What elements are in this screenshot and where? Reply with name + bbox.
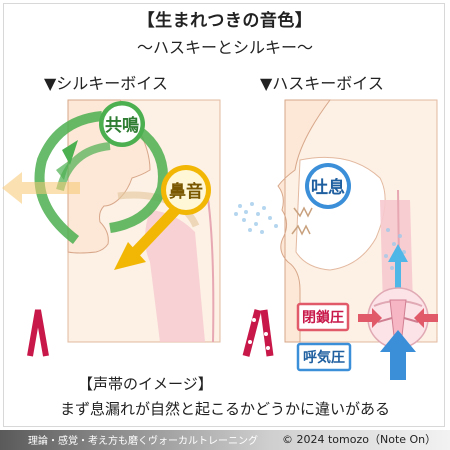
difference-caption: まず息漏れが自然と起こるかどうかに違いがある	[59, 400, 390, 418]
footer-copyright: © 2024 tomozo（Note On）	[282, 433, 437, 446]
page-title: 【生まれつきの音色】	[137, 11, 313, 31]
diagram-frame	[3, 3, 445, 427]
resonance-bubble: 共鳴	[99, 101, 145, 147]
vocal-cords-silky-icon	[27, 309, 49, 357]
vocal-cords-husky-icon	[242, 309, 274, 357]
projection-arrow	[2, 172, 80, 204]
exhalation-pressure-label: 呼気圧	[303, 349, 345, 366]
closure-pressure-arrows	[358, 308, 438, 328]
vocal-cord-image-heading: 【声帯のイメージ】	[78, 375, 213, 393]
breath-label: 吐息	[311, 177, 345, 198]
nasal-bubble: 鼻音	[161, 165, 211, 215]
nasal-label: 鼻音	[169, 181, 203, 202]
closure-pressure-box: 閉鎖圧	[296, 302, 350, 332]
exhalation-pressure-box: 呼気圧	[296, 342, 352, 372]
closure-pressure-label: 閉鎖圧	[302, 309, 344, 326]
footer-tagline: 理論・感覚・考え方も磨くヴォーカルトレーニング	[28, 436, 258, 447]
resonance-label: 共鳴	[105, 115, 139, 136]
silky-voice-heading: ▼シルキーボイス	[44, 74, 168, 93]
breath-particles	[234, 202, 406, 270]
husky-voice-heading: ▼ハスキーボイス	[260, 74, 384, 93]
breath-bubble: 吐息	[305, 163, 351, 209]
footer-bar	[0, 430, 450, 450]
page-subtitle: 〜ハスキーとシルキー〜	[136, 38, 313, 57]
exhalation-arrow	[380, 330, 416, 380]
